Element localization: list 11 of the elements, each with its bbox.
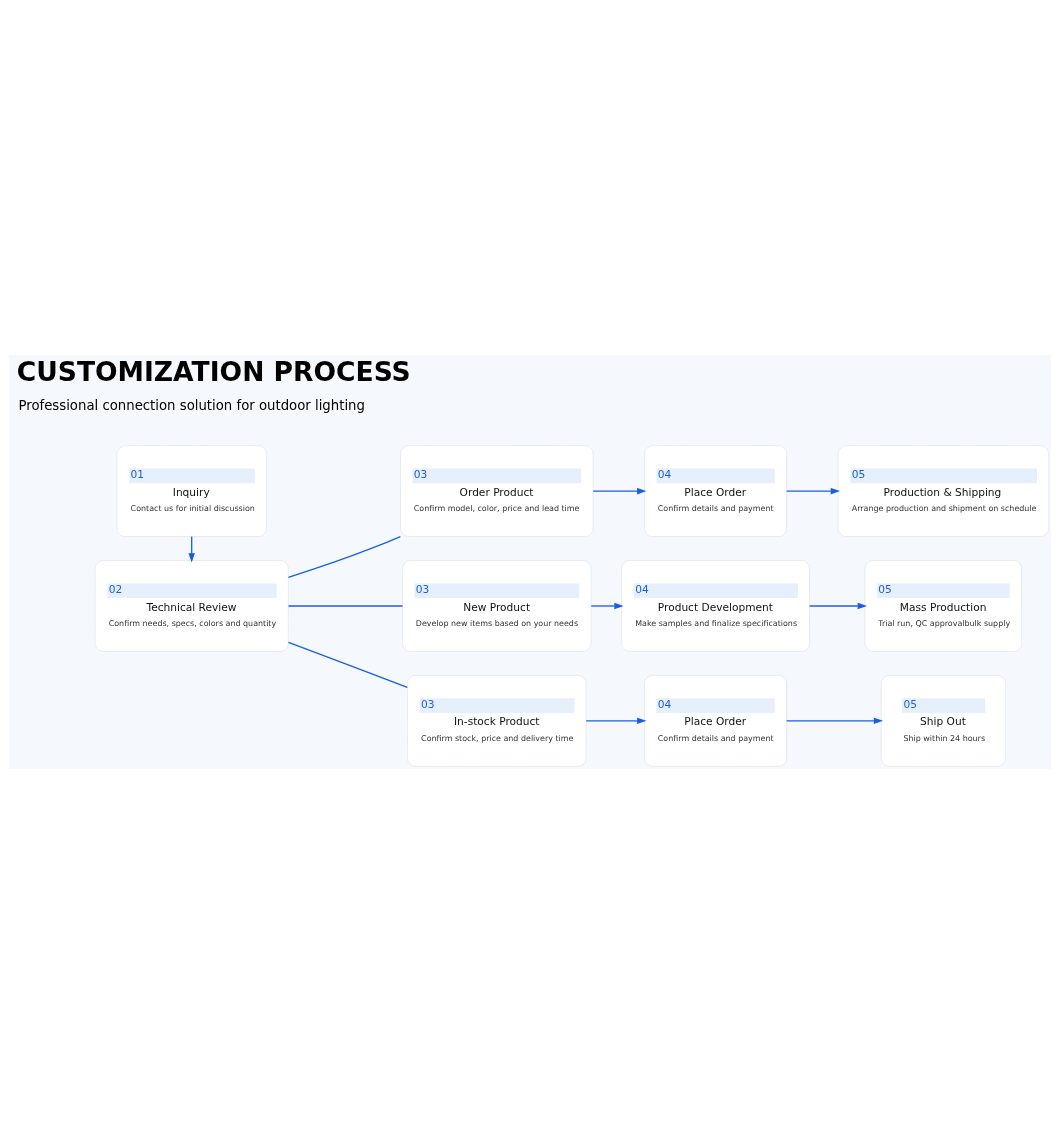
arrow [786, 717, 884, 724]
arrow [592, 487, 647, 494]
arrow [590, 602, 624, 609]
arrow [809, 602, 867, 609]
arrow [786, 487, 841, 494]
diagram-title: CUSTOMIZATION PROCESS [16, 355, 411, 387]
connector [287, 604, 404, 607]
connector [287, 641, 408, 688]
connector [287, 535, 402, 578]
arrow [585, 717, 647, 724]
label: Professional connection solution for outdoor lighting [18, 397, 365, 413]
